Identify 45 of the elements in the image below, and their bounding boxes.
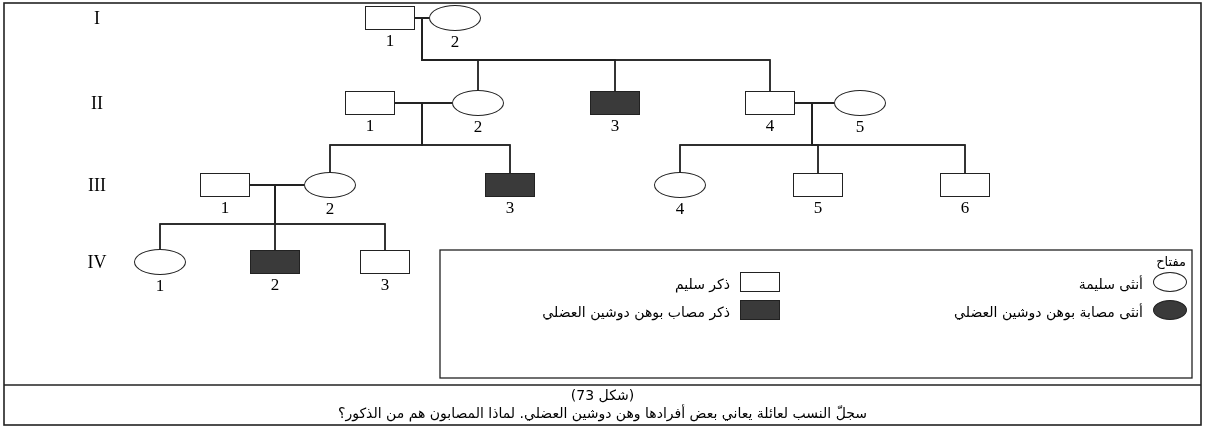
generation-numeral: III bbox=[87, 175, 107, 195]
individual-number: 1 bbox=[219, 199, 231, 217]
individual-number: 5 bbox=[854, 118, 866, 136]
male-square bbox=[793, 173, 843, 197]
individual-number: 3 bbox=[504, 199, 516, 217]
legend-text: أنثى سليمة bbox=[1077, 274, 1143, 294]
pedigree-line bbox=[421, 102, 511, 174]
affected-male-square bbox=[590, 91, 640, 115]
male-square bbox=[940, 173, 990, 197]
figure-number: (شكل 73) bbox=[569, 387, 636, 403]
female-circle bbox=[654, 172, 706, 198]
individual-number: 2 bbox=[449, 33, 461, 51]
caption: سجلّ النسب لعائلة يعاني بعض أفرادها وهن دوشين العضلي. لماذا المصابون هم من الذكور؟ bbox=[337, 405, 868, 421]
individual-number: 2 bbox=[472, 118, 484, 136]
female-circle bbox=[304, 172, 356, 198]
individual-number: 5 bbox=[812, 199, 824, 217]
individual-number: 3 bbox=[379, 276, 391, 294]
affected-male-square bbox=[485, 173, 535, 197]
male-square bbox=[200, 173, 250, 197]
legend-text: أنثى مصابة بوهن دوشين العضلي bbox=[953, 302, 1143, 323]
individual-number: 4 bbox=[764, 117, 776, 135]
individual-number: 1 bbox=[384, 32, 396, 50]
female-circle bbox=[429, 5, 481, 31]
individual-number: 2 bbox=[324, 200, 336, 218]
male-square bbox=[365, 6, 415, 30]
generation-numeral: I bbox=[93, 8, 101, 28]
female-circle bbox=[452, 90, 504, 116]
female-circle bbox=[134, 249, 186, 275]
legend-text: ذكر سليم bbox=[674, 275, 730, 295]
individual-number: 2 bbox=[269, 276, 281, 294]
male-square bbox=[345, 91, 395, 115]
legend-heading: مفتاح bbox=[1156, 254, 1186, 269]
legend-text: ذكر مصاب بوهن دوشين العضلي bbox=[541, 303, 730, 323]
individual-number: 1 bbox=[364, 117, 376, 135]
individual-number: 4 bbox=[674, 200, 686, 218]
generation-numeral: II bbox=[90, 93, 104, 113]
male-square bbox=[360, 250, 410, 274]
affected-male-square bbox=[250, 250, 300, 274]
pedigree-line bbox=[274, 184, 386, 251]
individual-number: 3 bbox=[609, 117, 621, 135]
female-circle bbox=[834, 90, 886, 116]
individual-number: 6 bbox=[959, 199, 971, 217]
male-square bbox=[745, 91, 795, 115]
individual-number: 1 bbox=[154, 277, 166, 295]
generation-numeral: IV bbox=[86, 252, 108, 272]
